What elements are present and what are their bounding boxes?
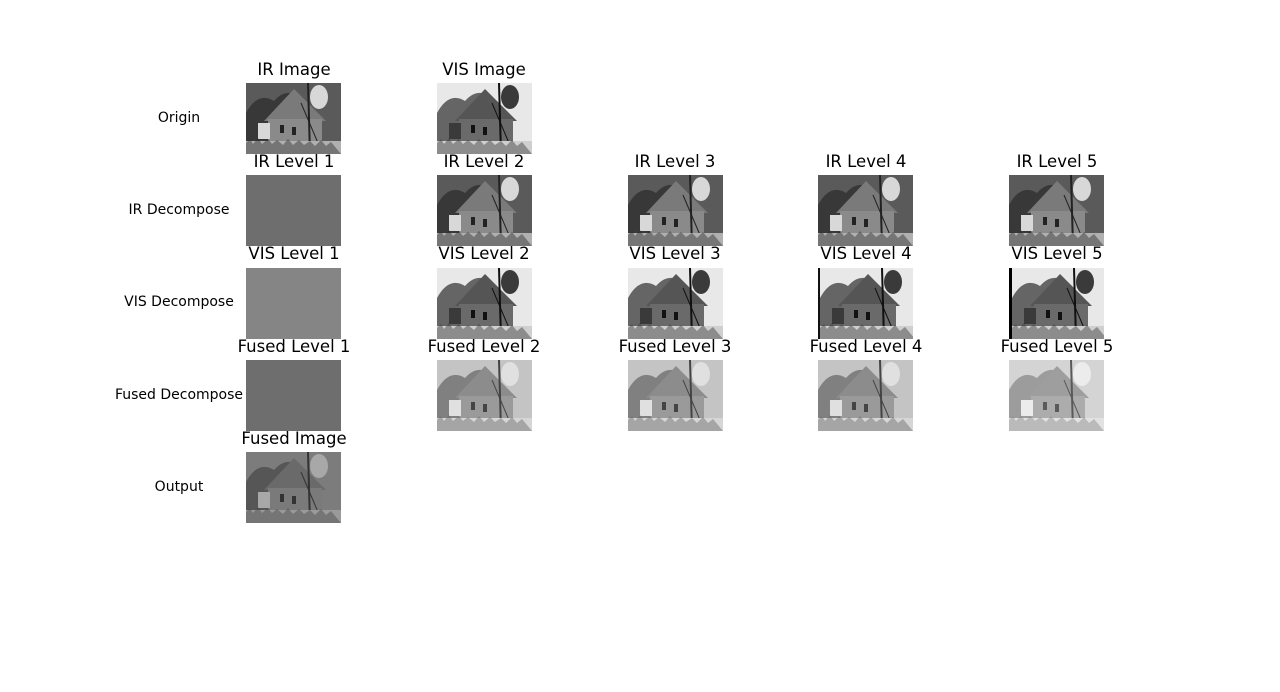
row-label-output: Output: [154, 479, 204, 495]
tile-title-ir-level-2: IR Level 2: [443, 152, 525, 171]
tile-title-fused-level-2: Fused Level 2: [427, 337, 541, 356]
fused-level-5-tile: [1009, 360, 1104, 431]
vis-image-tile: [437, 83, 532, 154]
tile-title-fused-level-1: Fused Level 1: [237, 337, 351, 356]
ir-level-5-tile: [1009, 175, 1104, 246]
fused-image-tile: [246, 452, 341, 523]
ir-level-1-tile: [246, 175, 341, 246]
fused-level-1-tile: [246, 360, 341, 431]
vis-level-4-tile: [818, 268, 913, 339]
tile-title-ir-level-3: IR Level 3: [634, 152, 716, 171]
ir-level-3-tile: [628, 175, 723, 246]
ir-image-tile: [246, 83, 341, 154]
fused-level-2-tile: [437, 360, 532, 431]
tile-title-vis-level-4: VIS Level 4: [820, 244, 912, 263]
ir-level-2-tile: [437, 175, 532, 246]
vis-level-3-tile: [628, 268, 723, 339]
tile-title-vis-level-5: VIS Level 5: [1011, 244, 1103, 263]
row-label-fused-decompose: Fused Decompose: [114, 387, 244, 403]
fused-level-3-tile: [628, 360, 723, 431]
row-label-origin: Origin: [157, 110, 201, 126]
tile-title-vis-level-1: VIS Level 1: [248, 244, 340, 263]
tile-title-ir-level-4: IR Level 4: [825, 152, 907, 171]
row-label-ir-decompose: IR Decompose: [128, 202, 230, 218]
row-label-vis-decompose: VIS Decompose: [124, 294, 234, 310]
tile-title-fused-image: Fused Image: [241, 429, 347, 448]
vis-level-5-tile: [1009, 268, 1104, 339]
vis-level-2-tile: [437, 268, 532, 339]
ir-level-4-tile: [818, 175, 913, 246]
tile-title-ir-image: IR Image: [257, 60, 331, 79]
tile-title-vis-level-3: VIS Level 3: [629, 244, 721, 263]
tile-title-ir-level-1: IR Level 1: [253, 152, 335, 171]
tile-title-fused-level-5: Fused Level 5: [1000, 337, 1114, 356]
tile-title-vis-image: VIS Image: [442, 60, 526, 79]
tile-title-vis-level-2: VIS Level 2: [438, 244, 530, 263]
tile-title-fused-level-4: Fused Level 4: [809, 337, 923, 356]
fused-level-4-tile: [818, 360, 913, 431]
vis-level-1-tile: [246, 268, 341, 339]
tile-title-ir-level-5: IR Level 5: [1016, 152, 1098, 171]
tile-title-fused-level-3: Fused Level 3: [618, 337, 732, 356]
